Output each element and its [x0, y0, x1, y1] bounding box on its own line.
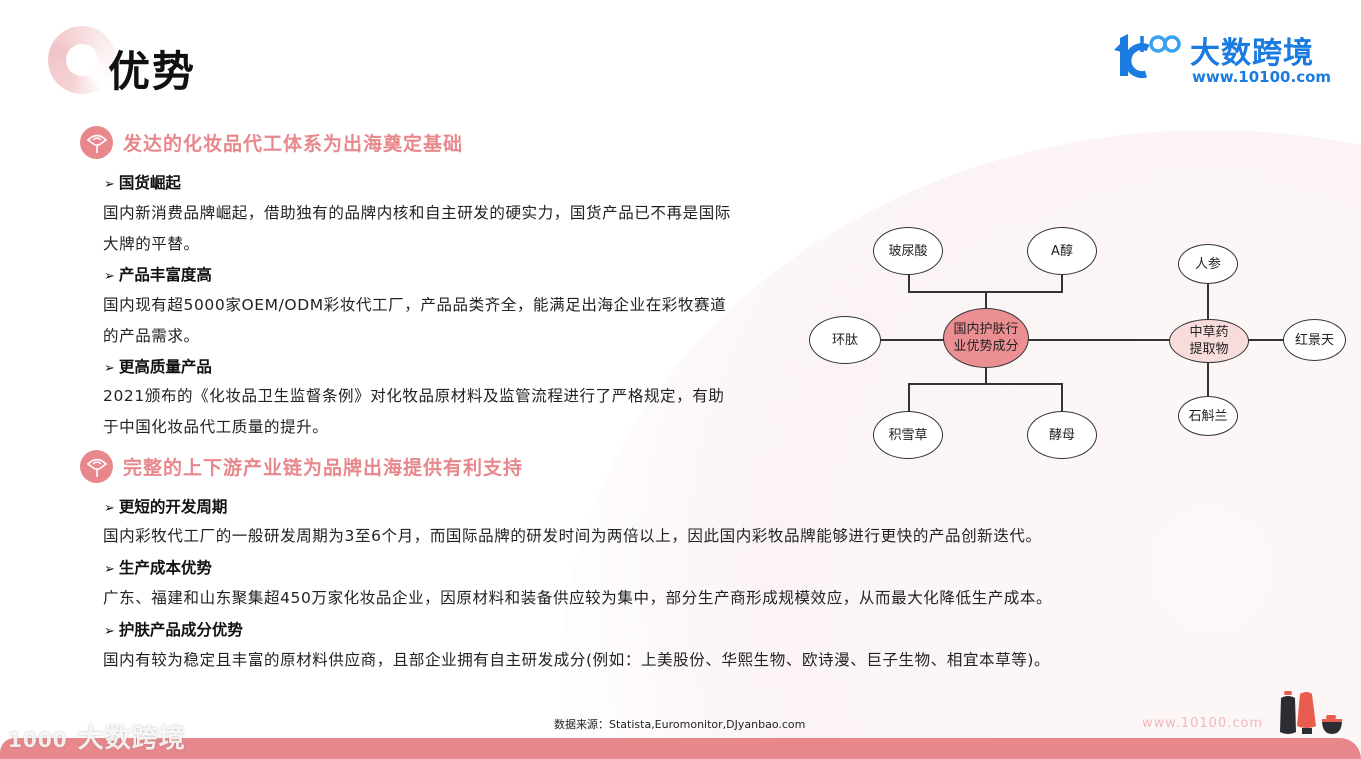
- connector: [985, 367, 987, 384]
- arrow-icon: ➢: [104, 501, 115, 516]
- connector: [1247, 339, 1284, 341]
- connector: [1061, 383, 1063, 415]
- node-herbal-hub: 中草药提取物: [1169, 319, 1249, 363]
- item-text: 2021颁布的《化妆品卫生监督条例》对化牧品原材料及监管流程进行了严格规定，有助…: [103, 387, 725, 436]
- item-text: 国内现有超5000家OEM/ODM彩妆代工厂，产品品类齐全，能满足出海企业在彩牧…: [103, 296, 727, 345]
- node-retinol: A醇: [1027, 227, 1097, 275]
- fan-icon: [80, 126, 113, 159]
- section-header-2: 完整的上下游产业链为品牌出海提供有利支持: [80, 450, 523, 483]
- connector: [880, 339, 944, 341]
- watermark-text: 大数跨境: [77, 724, 186, 754]
- footer-band: [0, 738, 1361, 759]
- arrow-icon: ➢: [104, 361, 115, 376]
- section-header-1: 发达的化妆品代工体系为出海奠定基础: [80, 126, 463, 159]
- footer-watermark-logo: 1000 大数跨境: [8, 718, 186, 755]
- item-heading: ➢更短的开发周期: [104, 498, 228, 516]
- logo-name: 大数跨境: [1190, 36, 1314, 71]
- arrow-icon: ➢: [104, 624, 115, 639]
- watermark-mark: 1000: [8, 728, 68, 752]
- item-heading: ➢国货崛起: [104, 174, 181, 192]
- connector: [1061, 274, 1063, 292]
- connector: [908, 383, 910, 415]
- connector: [908, 383, 1063, 385]
- section-title: 完整的上下游产业链为品牌出海提供有利支持: [123, 457, 524, 479]
- item-text: 国内彩牧代工厂的一般研发周期为3至6个月，而国际品牌的研发时间为两倍以上，因此国…: [103, 527, 1042, 545]
- fan-icon: [80, 450, 113, 483]
- node-centella: 积雪草: [873, 411, 943, 459]
- item-heading: ➢护肤产品成分优势: [104, 621, 243, 639]
- node-peptide: 环肽: [809, 316, 881, 364]
- arrow-icon: ➢: [104, 177, 115, 192]
- node-dendrobium: 石斛兰: [1178, 396, 1238, 436]
- node-hyaluronic-acid: 玻尿酸: [873, 227, 943, 275]
- connector: [1027, 339, 1171, 341]
- page-title: 优势: [108, 47, 197, 96]
- node-ginseng: 人参: [1178, 244, 1238, 284]
- connector: [985, 291, 987, 309]
- title-ring-decoration: [48, 26, 116, 94]
- cosmetic-bottles-icon: [1280, 691, 1342, 734]
- section-title: 发达的化妆品代工体系为出海奠定基础: [123, 133, 464, 155]
- brand-logo[interactable]: 大数跨境 www.10100.com: [1112, 28, 1332, 92]
- footer-url[interactable]: www.10100.com: [1142, 716, 1264, 731]
- item-text: 国内新消费品牌崛起，借助独有的品牌内核和自主研发的硬实力，国货产品已不再是国际 …: [103, 204, 731, 253]
- ingredients-diagram: 玻尿酸 A醇 环肽 国内护肤行业优势成分 积雪草 酵母 中草药提取物 人参 红景…: [805, 215, 1361, 465]
- logo-mark-icon: [1114, 34, 1181, 79]
- node-center-hub: 国内护肤行业优势成分: [943, 308, 1029, 368]
- connector: [1207, 360, 1209, 398]
- connector: [1207, 282, 1209, 322]
- node-rhodiola: 红景天: [1283, 319, 1346, 361]
- node-yeast: 酵母: [1027, 411, 1097, 459]
- item-heading: ➢生产成本优势: [104, 559, 212, 577]
- item-heading: ➢更高质量产品: [104, 358, 212, 376]
- arrow-icon: ➢: [104, 269, 115, 284]
- item-text: 国内有较为稳定且丰富的原材料供应商，且部企业拥有自主研发成分(例如：上美股份、华…: [103, 651, 1051, 669]
- item-text: 广东、福建和山东聚集超450万家化妆品企业，因原材料和装备供应较为集中，部分生产…: [103, 589, 1053, 607]
- arrow-icon: ➢: [104, 562, 115, 577]
- connector: [908, 274, 910, 292]
- logo-url: www.10100.com: [1192, 68, 1332, 86]
- data-source: 数据来源：Statista,Euromonitor,DJyanbao.com: [554, 718, 806, 731]
- item-heading: ➢产品丰富度高: [104, 266, 212, 284]
